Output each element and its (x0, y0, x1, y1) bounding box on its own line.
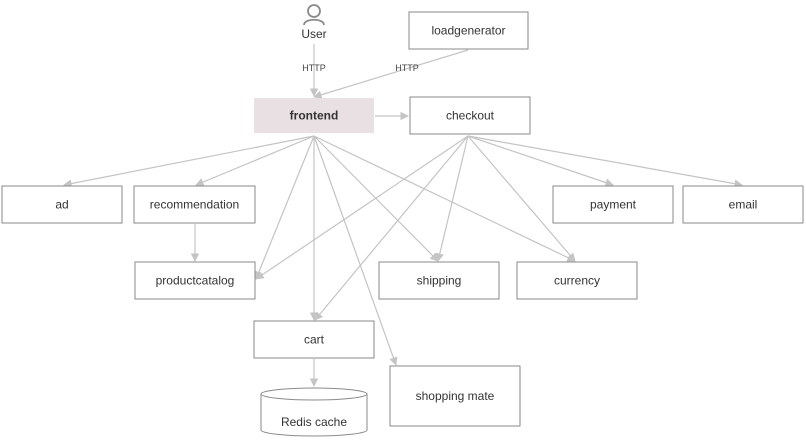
edge-checkout-to-payment (467, 135, 614, 187)
edge-checkout-to-shipping (435, 135, 469, 262)
edge-checkout-to-productcatalog (255, 135, 469, 280)
node-email[interactable]: email (682, 185, 804, 224)
edge-frontend-to-currency (313, 135, 576, 262)
user-label: User (301, 27, 326, 41)
edge-checkout-to-cart (314, 135, 469, 321)
node-productcatalog[interactable]: productcatalog (134, 261, 256, 300)
node-payment-label: payment (590, 198, 637, 212)
node-recommendation-label: recommendation (150, 198, 239, 212)
node-frontend[interactable]: frontend (254, 98, 374, 133)
edge-loadgenerator-to-frontend (313, 49, 469, 99)
node-currency[interactable]: currency (516, 261, 638, 300)
node-cart[interactable]: cart (253, 320, 375, 359)
node-email-label: email (729, 198, 758, 212)
node-loadgenerator-label: loadgenerator (431, 24, 505, 38)
node-recommendation[interactable]: recommendation (133, 185, 256, 224)
node-redis-cache[interactable]: Redis cache (260, 387, 368, 437)
node-currency-label: currency (554, 274, 600, 288)
node-cart-label: cart (304, 333, 325, 347)
edges-layer (63, 44, 743, 387)
node-payment[interactable]: payment (552, 185, 674, 224)
node-shipping-label: shipping (417, 274, 462, 288)
person-icon (303, 4, 325, 26)
frontend-box (254, 98, 374, 133)
node-checkout[interactable]: checkout (409, 96, 531, 135)
node-shopping-mate[interactable]: shopping mate (389, 365, 521, 427)
edge-checkout-to-currency (467, 135, 576, 262)
node-shipping[interactable]: shipping (378, 261, 500, 300)
node-checkout-label: checkout (446, 109, 495, 123)
node-ad-label: ad (55, 198, 68, 212)
node-loadgenerator[interactable]: loadgenerator (408, 11, 529, 50)
user-node: User (301, 4, 327, 41)
edge-checkout-to-email (467, 135, 743, 188)
node-ad[interactable]: ad (1, 185, 123, 224)
database-cylinder-icon (260, 387, 368, 437)
node-frontend-label: frontend (290, 109, 339, 123)
edge-frontend-to-shopping-mate (313, 135, 398, 366)
node-shopping-mate-label: shopping mate (416, 389, 495, 403)
edge-label-user-frontend: HTTP (302, 63, 326, 73)
edge-label-loadgenerator-frontend: HTTP (395, 63, 419, 73)
node-redis-cache-label: Redis cache (281, 415, 347, 429)
edge-frontend-to-recommendation (195, 135, 315, 186)
edge-frontend-to-productcatalog (254, 135, 315, 280)
edge-frontend-to-ad (63, 135, 315, 188)
node-productcatalog-label: productcatalog (156, 274, 235, 288)
